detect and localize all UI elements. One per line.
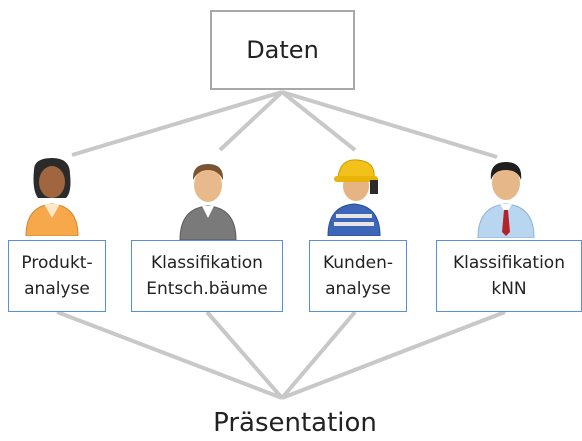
role-label: Produkt- analyse [21,253,93,299]
role-label: Klassifikation kNN [453,253,565,299]
person-grey-icon [179,164,237,240]
data-box-label: Daten [246,36,319,64]
connector-line [281,90,498,159]
role-box-classification-trees: Klassifikation Entsch.bäume [131,240,283,312]
role-box-product-analysis: Produkt- analyse [8,240,106,312]
role-box-classification-knn: Klassifikation kNN [436,240,582,312]
data-box: Daten [210,10,355,90]
role-label: Klassifikation Entsch.bäume [146,253,268,299]
businessman-icon [477,162,535,238]
connector-line [280,90,357,152]
connector-line [218,90,284,152]
role-box-customer-analysis: Kunden- analyse [309,240,407,312]
woman-icon [25,158,79,236]
role-label: Kunden- analyse [322,253,393,299]
connector-line [56,310,283,400]
presentation-label: Präsentation [213,408,377,438]
connector-line [205,310,284,400]
connector-line [281,310,506,400]
connector-line [280,310,357,400]
worker-hardhat-icon [327,159,381,236]
connector-line [71,90,283,157]
